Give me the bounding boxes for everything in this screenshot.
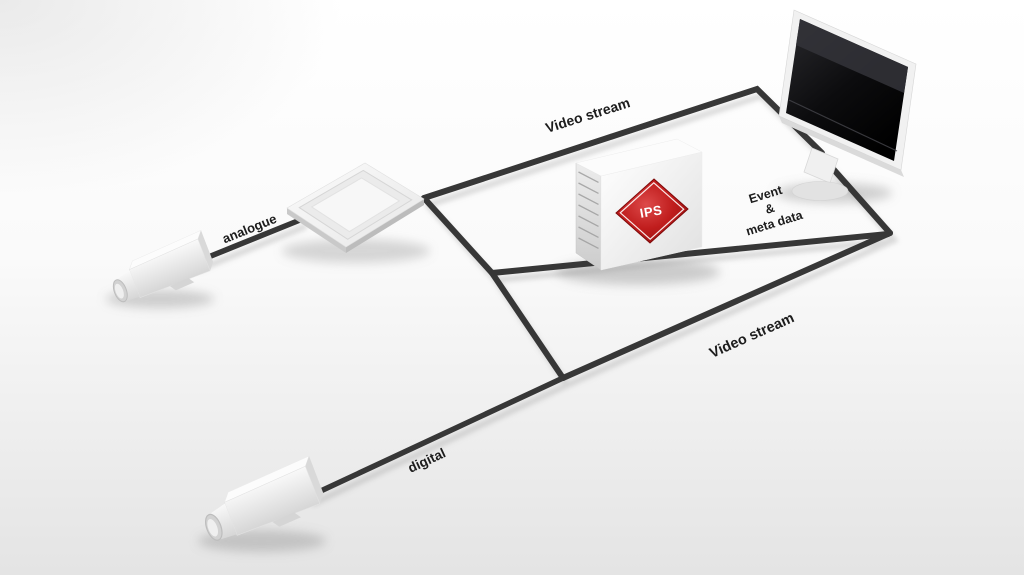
monitor-base <box>791 181 849 201</box>
cable-digital <box>307 375 566 499</box>
monitor-screen-reflection-line <box>788 99 898 152</box>
monitor <box>778 9 917 201</box>
ips-logo-text: IPS <box>639 202 664 221</box>
encoder-side-right <box>346 199 424 253</box>
cable-video-stream-bottom <box>560 230 893 381</box>
server-vents <box>578 171 599 249</box>
camera-mount-foot <box>272 512 301 527</box>
encoder-side-left <box>287 208 346 253</box>
camera-back-face <box>305 455 324 504</box>
label-event-line2: & <box>764 201 777 217</box>
camera-body <box>224 465 321 536</box>
encoder-frame-inner <box>310 177 401 233</box>
background-corner-shade <box>0 0 620 360</box>
camera-lens-glass <box>114 283 124 299</box>
cables <box>193 85 893 499</box>
ips-diamond-logo <box>615 178 689 244</box>
monitor-panel-edge <box>779 116 904 177</box>
cable-analogue <box>193 217 303 265</box>
cable-middle <box>489 231 891 276</box>
server-top-face <box>575 138 703 177</box>
cable-video-stream-top <box>421 85 825 201</box>
camera-mount-foot <box>169 278 195 291</box>
cable-monitor-drop <box>824 159 893 236</box>
camera-back-face <box>197 230 214 271</box>
ips-diamond-inner-border <box>619 181 685 241</box>
ips-server: IPS <box>575 138 703 271</box>
analogue-camera <box>112 229 214 303</box>
encoder-box <box>286 162 425 253</box>
monitor-screen-sheen <box>796 19 908 93</box>
digital-camera <box>205 455 324 541</box>
camera-lens-glass <box>207 518 219 537</box>
